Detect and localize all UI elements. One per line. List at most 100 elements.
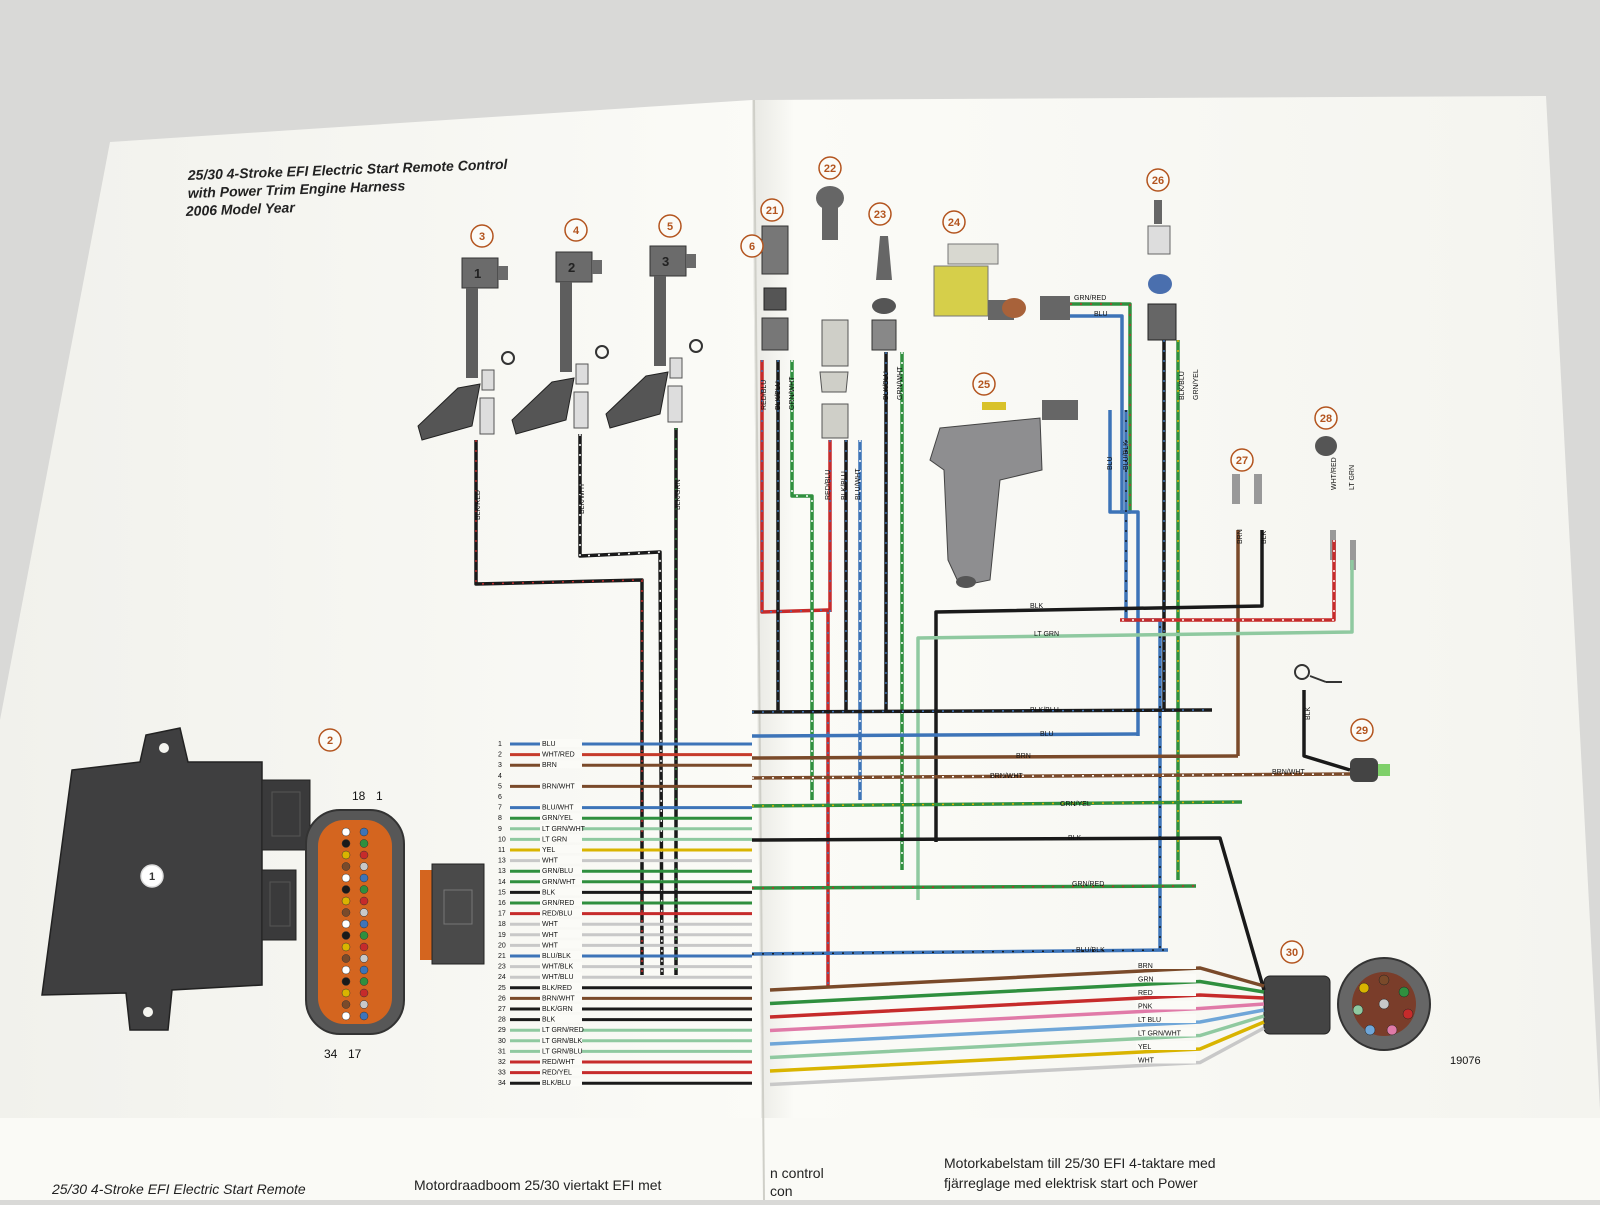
- wire-grn-yel-bus-tracer: [751, 801, 1243, 807]
- ecu-pin-label: WHT: [542, 942, 559, 949]
- callout-circle: [760, 198, 784, 222]
- wire-blu: [1070, 314, 1124, 512]
- harness-pin: [1402, 1008, 1414, 1020]
- connector-pin: [341, 919, 351, 929]
- callout-circle: [1350, 718, 1374, 742]
- harness-label-bg: [1136, 1027, 1196, 1037]
- wire-grn-red-tracer: [1070, 303, 1131, 513]
- ecu-pin-label: WHT: [542, 932, 559, 939]
- vertical-wire-label: BLU/WHT: [855, 468, 862, 500]
- wire-blk-wht-tracer: [579, 434, 663, 976]
- ecu-connector-34-pin: [305, 809, 405, 1035]
- callout-number: 5: [667, 221, 673, 233]
- title-line-3: 2006 Model Year: [185, 199, 297, 219]
- ecu-pin-label-bg: [540, 919, 582, 928]
- ground-eyelet: [501, 351, 515, 365]
- ecu-pin-number: 4: [498, 773, 502, 780]
- ecu-pin-label-bg: [540, 813, 582, 822]
- right-wire-label: BLK: [1068, 835, 1082, 842]
- ecu-pin-label-bg: [540, 951, 582, 959]
- fuel-pump-25: [929, 400, 1078, 588]
- ecu-pin-label-bg: [540, 961, 582, 970]
- connector-pin: [341, 931, 351, 940]
- ecu-pin-number: 24: [498, 974, 506, 981]
- connector-pin: [359, 977, 369, 986]
- connector-pin: [341, 873, 351, 883]
- vertical-wire-label: RED/BLU: [761, 380, 768, 410]
- ecu-pin-label: RED/YEL: [542, 1070, 572, 1077]
- vertical-wire-label: BLU: [1107, 456, 1114, 470]
- connector-pin: [341, 862, 351, 871]
- harness-wire-label: GRN: [1138, 977, 1154, 984]
- harness-wire: [769, 966, 1265, 992]
- callout-circle: [140, 864, 164, 888]
- ecu-pin-label-bg: [540, 887, 582, 896]
- vertical-wire-label: BLK/BLU: [1179, 371, 1186, 400]
- right-wire-label: GRN/RED: [1074, 295, 1106, 302]
- ecu-pin-label-bg: [540, 972, 582, 981]
- harness-pin: [1364, 1024, 1376, 1036]
- harness-wire-label: WHT: [1138, 1058, 1155, 1065]
- wires: [474, 302, 1354, 991]
- callout: 23: [868, 202, 892, 226]
- connector-pin: [359, 839, 369, 848]
- connector-pin: [359, 827, 369, 837]
- ecu-pin-number: 16: [498, 900, 506, 907]
- ecu-pin-number: 30: [498, 1038, 506, 1045]
- wire-blk-29: [1302, 690, 1351, 772]
- callout-circle: [470, 224, 494, 248]
- wire-brn-bus: [751, 754, 1239, 760]
- ecu-pin-label: LT GRN/RED: [542, 1027, 584, 1034]
- left-page: [0, 100, 762, 1200]
- footer-caption-sv-1: Motorkabelstam till 25/30 EFI 4-taktare …: [944, 1155, 1216, 1171]
- ecu-pin-label: GRN/WHT: [542, 879, 576, 886]
- spark-plug-boot: [605, 371, 669, 429]
- harness-label-bg: [1136, 987, 1196, 996]
- wire-blk-red-tracer: [475, 440, 643, 975]
- ecu-pin-label: BRN/WHT: [542, 995, 575, 1002]
- connector-pin: [359, 908, 369, 917]
- footer-caption-partial-2: con: [770, 1183, 793, 1199]
- right-wire-label: BLU: [1094, 311, 1108, 318]
- harness-label-bg: [1136, 1054, 1196, 1064]
- ecu-pin-number: 13: [498, 858, 506, 865]
- wire-wht-red-tracer: [1120, 540, 1335, 621]
- ecu-pin-number: 15: [498, 889, 506, 896]
- ecu-pin-label-bg: [540, 1057, 582, 1065]
- ecu-pin-label-bg: [540, 898, 582, 906]
- connector-pin: [341, 827, 351, 837]
- connector-pin: [341, 977, 351, 986]
- ground-eyelet: [595, 345, 609, 359]
- ecu-pin-number: 17: [498, 911, 506, 918]
- connector-pin: [359, 862, 369, 871]
- harness-pin: [1386, 1024, 1398, 1036]
- harness-wire: [769, 1014, 1265, 1060]
- connector-pin: [341, 885, 351, 894]
- ecu-pin-label-bg: [540, 834, 582, 843]
- callout-number: 30: [1286, 947, 1298, 959]
- callout: 25: [972, 372, 996, 396]
- connector-pin: [341, 908, 351, 917]
- ecu-pin-number: 26: [498, 995, 506, 1002]
- ecu-pin-label-bg: [540, 1067, 582, 1076]
- connector-pin: [341, 850, 351, 860]
- ground-terminal: [1294, 664, 1342, 683]
- callout-number: 2: [327, 735, 333, 747]
- vertical-wire-label: GRN/WHT: [789, 376, 796, 410]
- ecu-pin-label-bg: [540, 940, 582, 949]
- ground-eyelet: [689, 339, 703, 353]
- right-wire-label: BLK: [1030, 603, 1044, 610]
- coil-number: 1: [474, 266, 481, 281]
- ecu-pin-label: LT GRN: [542, 836, 567, 843]
- ecu-pin-label: LT GRN/BLK: [542, 1038, 583, 1045]
- ecu-pin-number: 28: [498, 1017, 506, 1024]
- mating-plug: [420, 863, 485, 965]
- ecu-pin-label: GRN/BLU: [542, 868, 573, 875]
- wire-lt-grn: [916, 560, 1354, 900]
- ecu-pin-label: RED/WHT: [542, 1059, 575, 1066]
- vertical-wire-label: GRN/YEL: [1193, 369, 1200, 400]
- ecu-pin-number: 14: [498, 879, 506, 886]
- callout: 24: [942, 210, 966, 234]
